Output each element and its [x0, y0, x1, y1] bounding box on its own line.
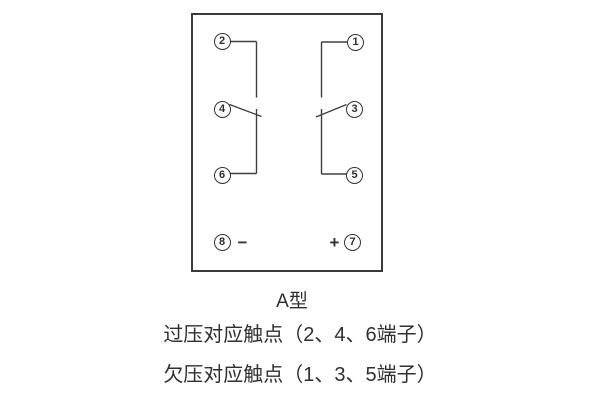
minus-sign: −	[237, 232, 248, 252]
terminal-3: 3	[346, 101, 363, 118]
terminal-8: 8	[213, 234, 231, 251]
terminal-6: 6	[213, 166, 231, 184]
diagram-type-label: A型	[276, 291, 308, 312]
terminal-7: 7	[344, 234, 361, 251]
terminal-5: 5	[346, 166, 363, 184]
terminal-4: 4	[213, 101, 231, 118]
note-overvoltage-contacts: 过压对应触点（2、4、6端子）	[163, 324, 437, 346]
terminal-2: 2	[213, 33, 231, 50]
plus-sign: +	[329, 232, 340, 252]
terminal-box-outline	[191, 13, 383, 272]
contact-arm-terminal3	[315, 103, 347, 118]
terminal-1: 1	[347, 33, 364, 51]
note-undervoltage-contacts: 欠压对应触点（1、3、5端子）	[163, 364, 437, 386]
